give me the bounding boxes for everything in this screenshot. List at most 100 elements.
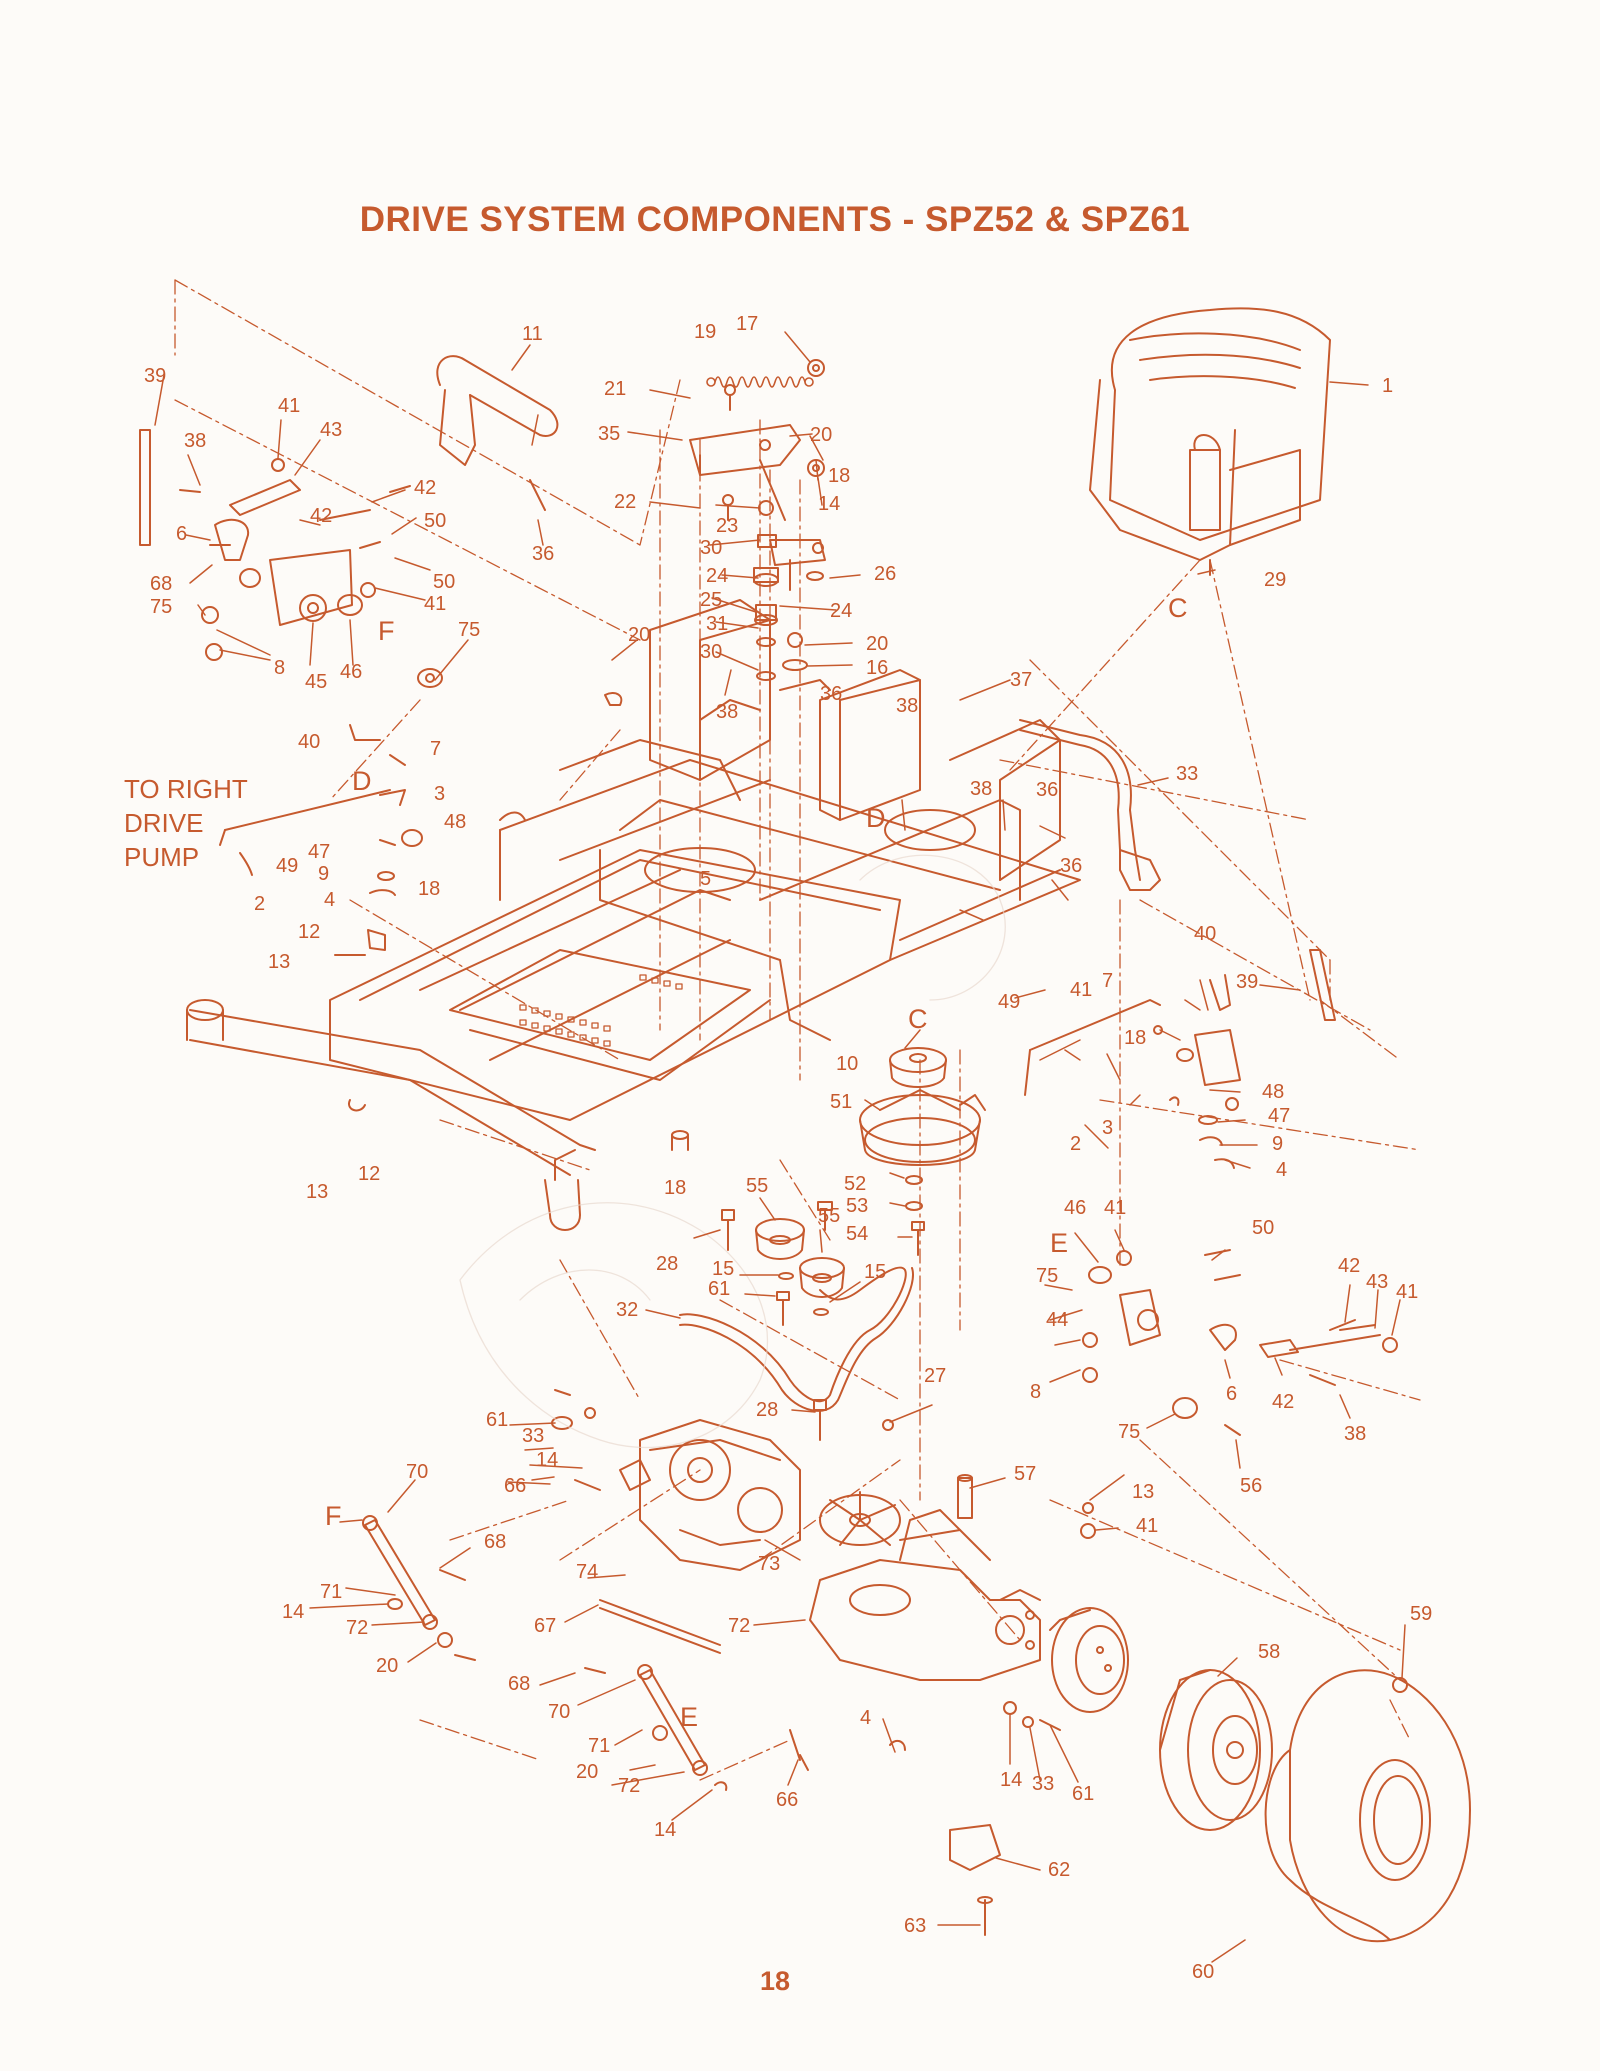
callout-50: 50	[433, 571, 455, 593]
callout-13: 13	[1132, 1481, 1154, 1503]
ref-letter-f: F	[325, 1501, 342, 1531]
callout-36: 36	[1060, 855, 1082, 877]
callout-75: 75	[458, 619, 480, 641]
callout-2: 2	[254, 893, 265, 915]
hydro-transaxle-left	[619, 1419, 801, 1571]
chassis-frame	[186, 599, 1081, 1231]
callout-38: 38	[184, 430, 206, 452]
callout-23: 23	[716, 515, 738, 537]
callout-26: 26	[874, 563, 896, 585]
callout-63: 63	[904, 1915, 926, 1937]
callout-61: 61	[1072, 1783, 1094, 1805]
callout-49: 49	[998, 991, 1020, 1013]
drive-pulley-left	[755, 1218, 805, 1260]
bell-crank-right	[1082, 1249, 1398, 1436]
callout-57: 57	[1014, 1463, 1036, 1485]
callout-14: 14	[654, 1819, 676, 1841]
callout-28: 28	[756, 1399, 778, 1421]
pump-control-linkage-upper	[139, 429, 623, 706]
callout-44: 44	[1046, 1309, 1068, 1331]
callout-71: 72	[618, 1775, 640, 1797]
callout-41: 41	[1136, 1515, 1158, 1537]
page-title: DRIVE SYSTEM COMPONENTS - SPZ52 & SPZ61	[359, 200, 1191, 239]
callout-21: 21	[604, 378, 626, 400]
callout-30: 30	[700, 537, 722, 559]
ref-letter-e: E	[680, 1702, 698, 1732]
callout-43: 43	[1366, 1271, 1388, 1293]
callout-38: 38	[970, 778, 992, 800]
callout-8: 8	[274, 657, 285, 679]
callout-19: 19	[694, 321, 716, 343]
wheel-hub	[1049, 1607, 1129, 1713]
ref-letter-f: F	[378, 616, 395, 646]
callout-75: 75	[150, 596, 172, 618]
callout-18: 18	[418, 878, 440, 900]
callout-35: 35	[598, 423, 620, 445]
callout-66: 66	[776, 1789, 798, 1811]
callout-50: 50	[1252, 1217, 1274, 1239]
engine-part	[1089, 307, 1331, 576]
callout-34: 33	[522, 1425, 544, 1447]
drive-pulley-right	[799, 1257, 845, 1298]
callout-10: 10	[836, 1053, 858, 1075]
callout-13: 13	[306, 1181, 328, 1203]
callout-6: 6	[1226, 1383, 1237, 1405]
assembly-guide-lines	[174, 279, 1421, 1781]
callout-52: 52	[844, 1173, 866, 1195]
callout-5: 5	[700, 868, 711, 890]
callout-24: 24	[830, 600, 852, 622]
callout-36: 36	[820, 683, 842, 705]
callout-38: 38	[896, 695, 918, 717]
callout-11: 11	[522, 323, 543, 345]
reference-letters: C C D D E E F F	[325, 593, 1188, 1732]
callout-39: 39	[144, 365, 166, 387]
ref-letter-d: D	[866, 803, 886, 833]
tension-spring	[706, 376, 814, 388]
pto-pulley	[889, 1047, 947, 1088]
callout-13: 13	[268, 951, 290, 973]
wheel-rim	[1159, 1669, 1273, 1831]
callout-69: 70	[548, 1701, 570, 1723]
cooling-fan	[819, 1491, 901, 1546]
callout-55: 55	[818, 1205, 840, 1227]
callout-51: 51	[830, 1091, 852, 1113]
callout-70: 71	[588, 1735, 610, 1757]
note-line-2: DRIVE	[124, 808, 203, 838]
callout-55: 55	[746, 1175, 768, 1197]
callout-47: 47	[308, 841, 330, 863]
callout-46: 46	[1064, 1197, 1086, 1219]
ref-letter-c: C	[1168, 593, 1188, 623]
callout-1: 1	[1382, 375, 1393, 397]
ref-letter-d: D	[352, 766, 372, 796]
callout-31: 31	[706, 613, 728, 635]
callout-73: 74	[576, 1561, 598, 1583]
callout-68: 68	[508, 1673, 530, 1695]
callout-46: 46	[340, 661, 362, 683]
callout-24: 24	[706, 565, 728, 587]
callout-7: 7	[1102, 970, 1113, 992]
steering-lever-right	[1019, 719, 1161, 891]
callout-36: 36	[1036, 779, 1058, 801]
callout-18: 18	[1124, 1027, 1146, 1049]
callout-20: 20	[810, 424, 832, 446]
callout-33: 33	[1176, 763, 1198, 785]
callout-numbers: 1 11 39 38 41 43 42 42 50 50 41 6 68 75 …	[144, 313, 1432, 1983]
callout-17: 17	[736, 313, 758, 335]
callout-54: 54	[846, 1223, 868, 1245]
pump-control-linkage-mid	[219, 724, 423, 956]
callout-6: 6	[176, 523, 187, 545]
callout-42: 42	[1338, 1255, 1360, 1277]
callout-37: 37	[1010, 669, 1032, 691]
callout-42: 42	[1272, 1391, 1294, 1413]
electric-clutch	[859, 1089, 986, 1166]
callout-29: 29	[1264, 569, 1286, 591]
callout-15: 15	[712, 1258, 734, 1280]
callout-48: 48	[1262, 1081, 1284, 1103]
idler-bracket	[689, 424, 801, 521]
callout-58: 58	[1258, 1641, 1280, 1663]
callout-38: 38	[716, 701, 738, 723]
callout-8: 8	[1030, 1381, 1041, 1403]
callout-16: 16	[866, 657, 888, 679]
callout-74: 73	[758, 1553, 780, 1575]
callout-9: 9	[318, 863, 329, 885]
